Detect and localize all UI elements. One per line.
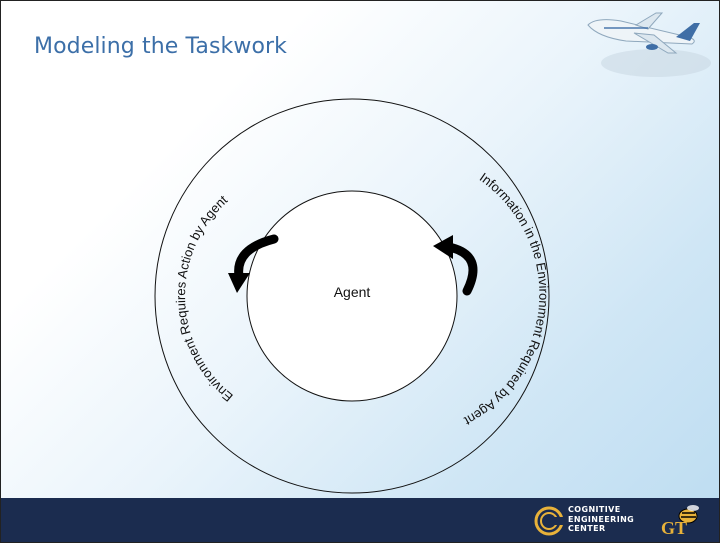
- outer-cycle-circle: [154, 98, 550, 494]
- taskwork-diagram: Agent Environment Requires Action by Age…: [154, 98, 552, 494]
- yellow-jacket-icon: GT: [661, 505, 699, 538]
- left-arc-label-path: Environment Requires Action by Agent: [173, 192, 236, 405]
- agent-label: Agent: [334, 284, 371, 300]
- ec-logo-line-3: Center: [568, 524, 606, 533]
- right-arc-label-path: Information in the Environment Required …: [462, 170, 552, 429]
- ec-logo-line-1: Cognitive: [568, 505, 621, 514]
- footer-bar: Cognitive Engineering Center GT: [1, 498, 719, 542]
- agent-circle: [246, 190, 458, 402]
- curved-arrow-icon: [228, 234, 279, 293]
- gt-logo-text: GT: [661, 518, 687, 538]
- ec-logo-text: Cognitive Engineering Center: [568, 505, 634, 534]
- curved-arrow-icon: [433, 235, 478, 296]
- slide-title: Modeling the Taskwork: [34, 34, 287, 59]
- left-arc-label: Environment Requires Action by Agent: [173, 192, 236, 405]
- ec-logo-icon: [534, 506, 564, 536]
- airplane-icon: [587, 12, 711, 77]
- ec-logo-line-2: Engineering: [568, 514, 635, 524]
- right-arc-label: Information in the Environment Required …: [462, 170, 552, 429]
